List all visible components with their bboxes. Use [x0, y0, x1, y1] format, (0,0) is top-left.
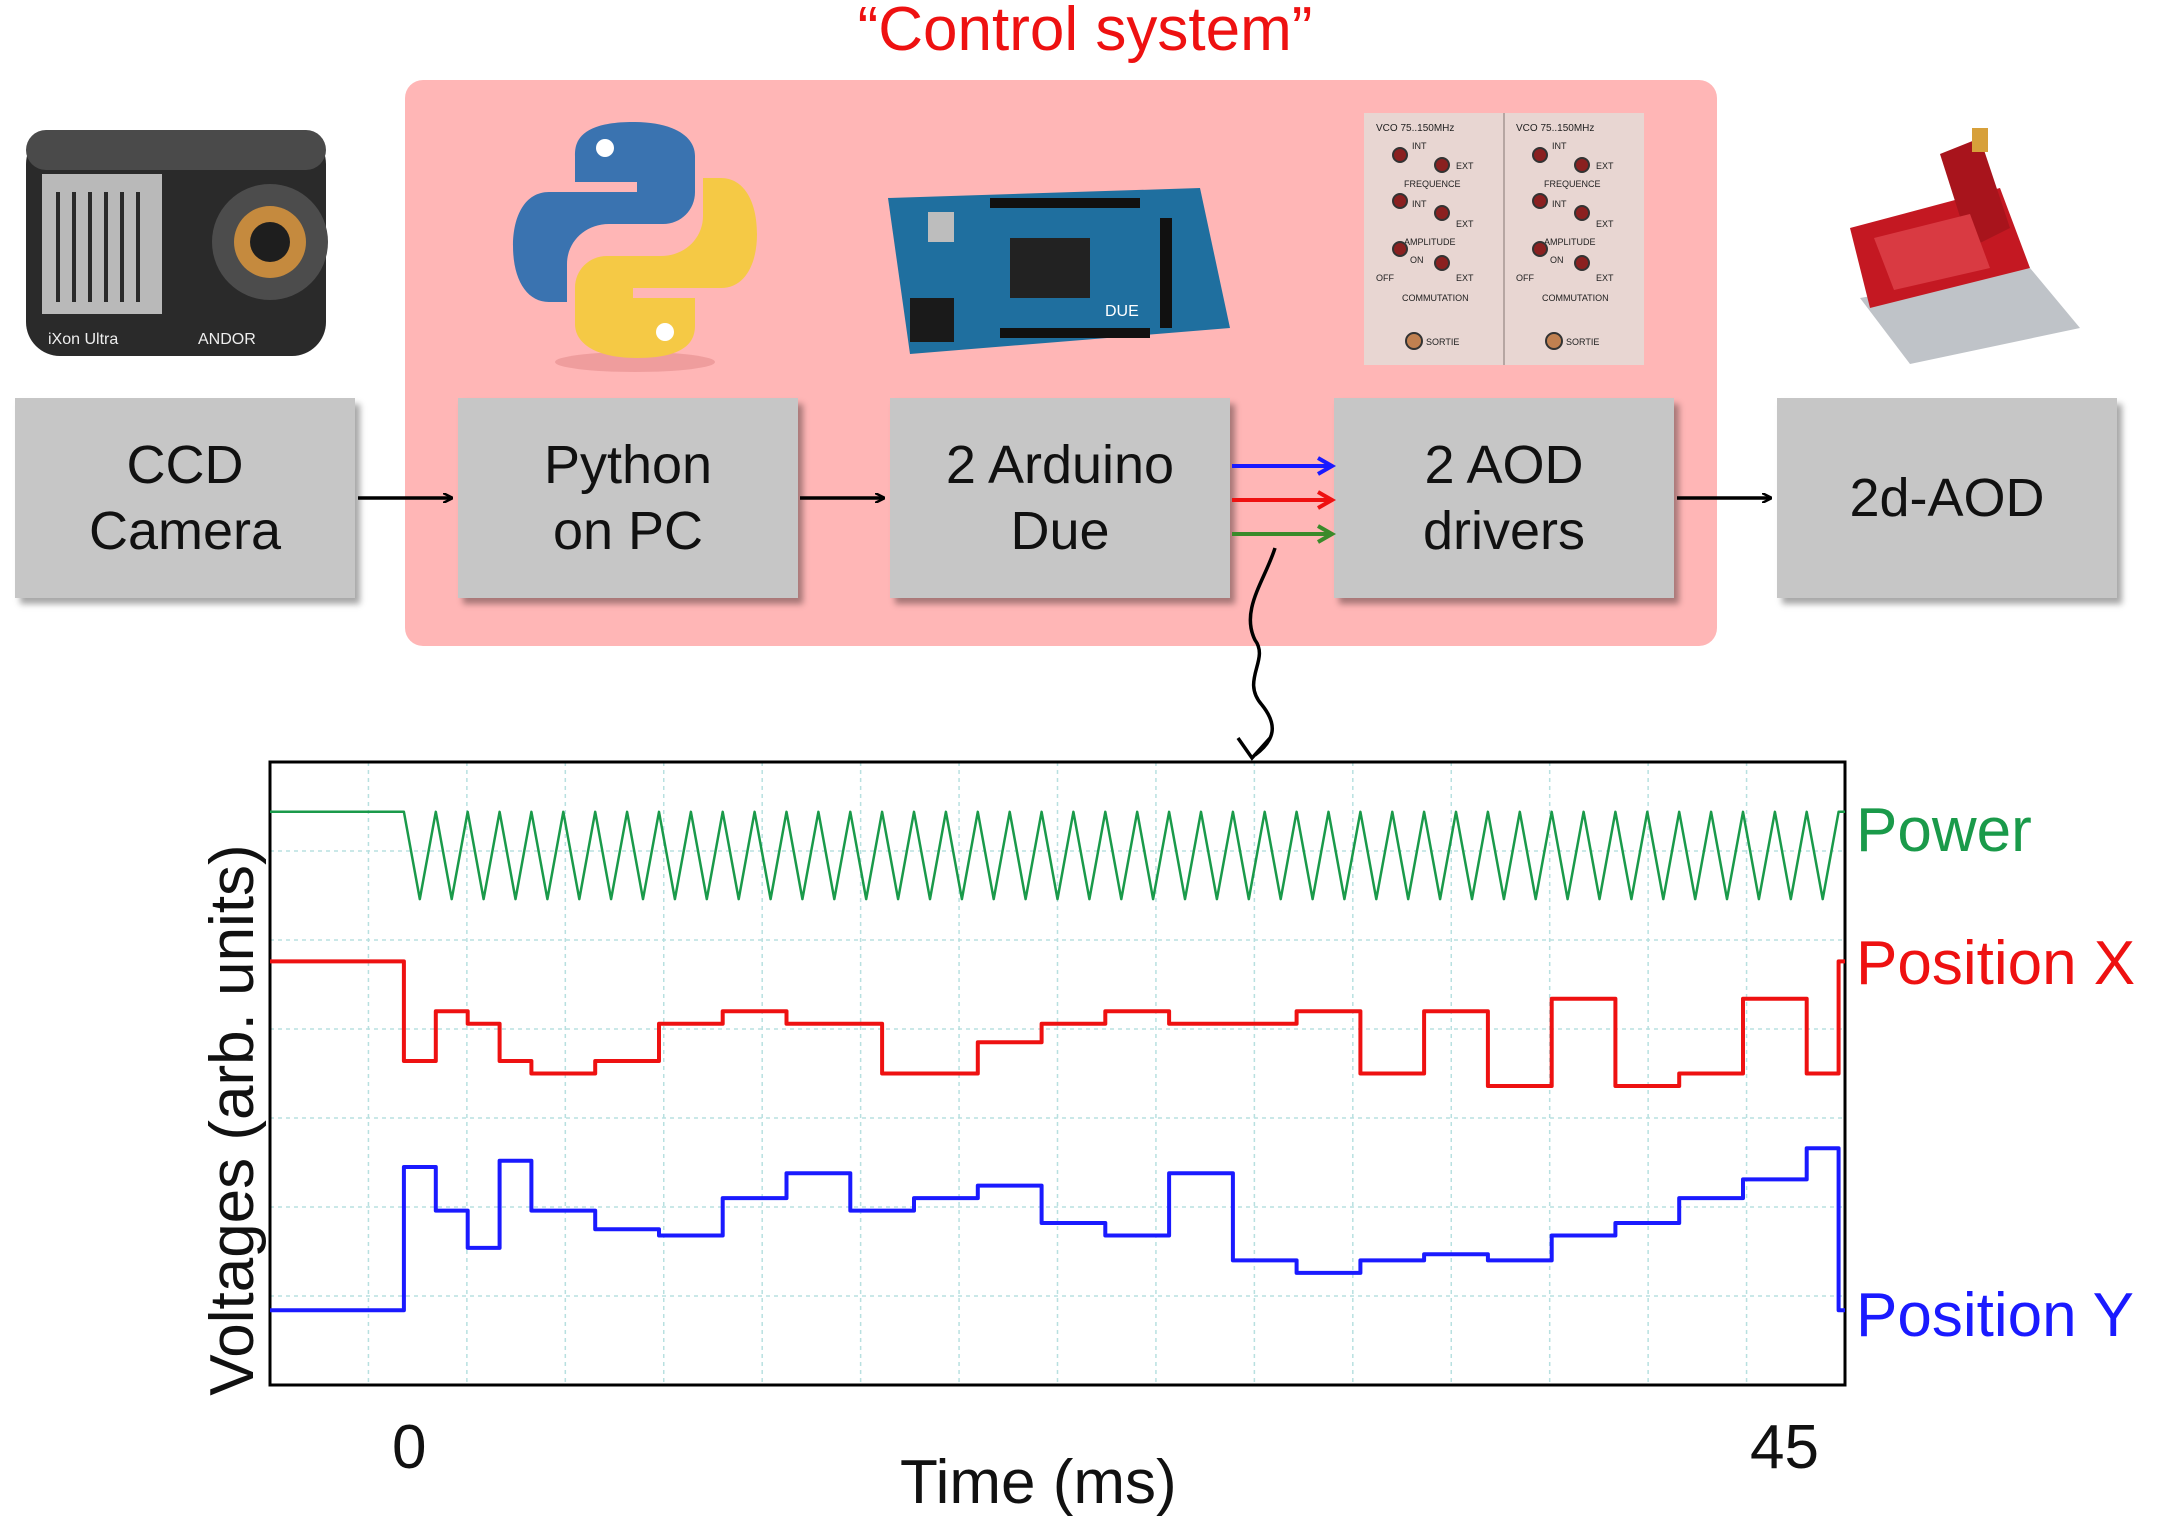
- x-axis-label: Time (ms): [900, 1448, 1177, 1517]
- panel-label: OFF: [1516, 273, 1534, 283]
- series-line-0: [270, 810, 1845, 901]
- panel-label: ON: [1410, 255, 1424, 265]
- aod-block: 2d-AOD: [1777, 398, 2117, 598]
- panel-label: AMPLITUDE: [1544, 237, 1596, 247]
- panel-label: AMPLITUDE: [1404, 237, 1456, 247]
- panel-label: COMMUTATION: [1402, 293, 1469, 303]
- panel-knob: [1392, 241, 1408, 257]
- panel-knob: [1392, 193, 1408, 209]
- aod-driver-panel-image: VCO 75..150MHzINTEXTFREQUENCEINTEXTAMPLI…: [1364, 113, 1644, 365]
- control-system-title: “Control system”: [857, 0, 1313, 64]
- aod-device-image: [1850, 128, 2080, 364]
- legend-power: Power: [1856, 796, 2032, 865]
- panel-label: EXT: [1596, 219, 1614, 229]
- python-block: Python on PC: [458, 398, 798, 598]
- ccd-camera-brand: ANDOR: [198, 331, 256, 348]
- panel-label: INT: [1552, 141, 1567, 151]
- arduino-block: 2 Arduino Due: [890, 398, 1230, 598]
- panel-label: INT: [1552, 199, 1567, 209]
- panel-knob: [1434, 157, 1450, 173]
- panel-label: SORTIE: [1566, 337, 1599, 347]
- ccd-camera-caption: iXon Ultra: [48, 331, 118, 348]
- panel-connector: [1405, 332, 1423, 350]
- panel-label: FREQUENCE: [1404, 179, 1461, 189]
- series-line-2: [270, 1146, 1845, 1313]
- panel-label: EXT: [1456, 161, 1474, 171]
- legend-position-y: Position Y: [1856, 1281, 2135, 1350]
- panel-knob: [1434, 205, 1450, 221]
- series-line-1: [270, 959, 1845, 1088]
- panel-label: COMMUTATION: [1542, 293, 1609, 303]
- legend-position-x: Position X: [1856, 929, 2136, 998]
- panel-knob: [1574, 157, 1590, 173]
- python-logo-image: [513, 122, 757, 372]
- ccd-camera-image: iXon Ultra ANDOR: [26, 130, 328, 356]
- panel-label: SORTIE: [1426, 337, 1459, 347]
- panel-label: EXT: [1596, 273, 1614, 283]
- panel-label: INT: [1412, 199, 1427, 209]
- panel-label: ON: [1550, 255, 1564, 265]
- panel-label: OFF: [1376, 273, 1394, 283]
- panel-label: FREQUENCE: [1544, 179, 1601, 189]
- panel-knob: [1532, 241, 1548, 257]
- panel-knob: [1574, 205, 1590, 221]
- panel-title: VCO 75..150MHz: [1516, 123, 1594, 134]
- panel-label: EXT: [1596, 161, 1614, 171]
- x-tick-45: 45: [1750, 1413, 1819, 1482]
- panel-label: EXT: [1456, 219, 1474, 229]
- x-tick-0: 0: [392, 1413, 427, 1482]
- aod-drivers-block: 2 AOD drivers: [1334, 398, 1674, 598]
- panel-knob: [1434, 255, 1450, 271]
- panel-knob: [1532, 147, 1548, 163]
- panel-label: EXT: [1456, 273, 1474, 283]
- y-axis-label: Voltages (arb. units): [198, 844, 267, 1396]
- panel-knob: [1392, 147, 1408, 163]
- plot-frame: [268, 760, 1847, 1387]
- panel-label: INT: [1412, 141, 1427, 151]
- panel-title: VCO 75..150MHz: [1376, 123, 1454, 134]
- arduino-due-board-image: DUE: [888, 188, 1230, 354]
- ccd-camera-block: CCD Camera: [15, 398, 355, 598]
- arduino-caption: DUE: [1105, 303, 1139, 320]
- panel-knob: [1574, 255, 1590, 271]
- panel-connector: [1545, 332, 1563, 350]
- panel-knob: [1532, 193, 1548, 209]
